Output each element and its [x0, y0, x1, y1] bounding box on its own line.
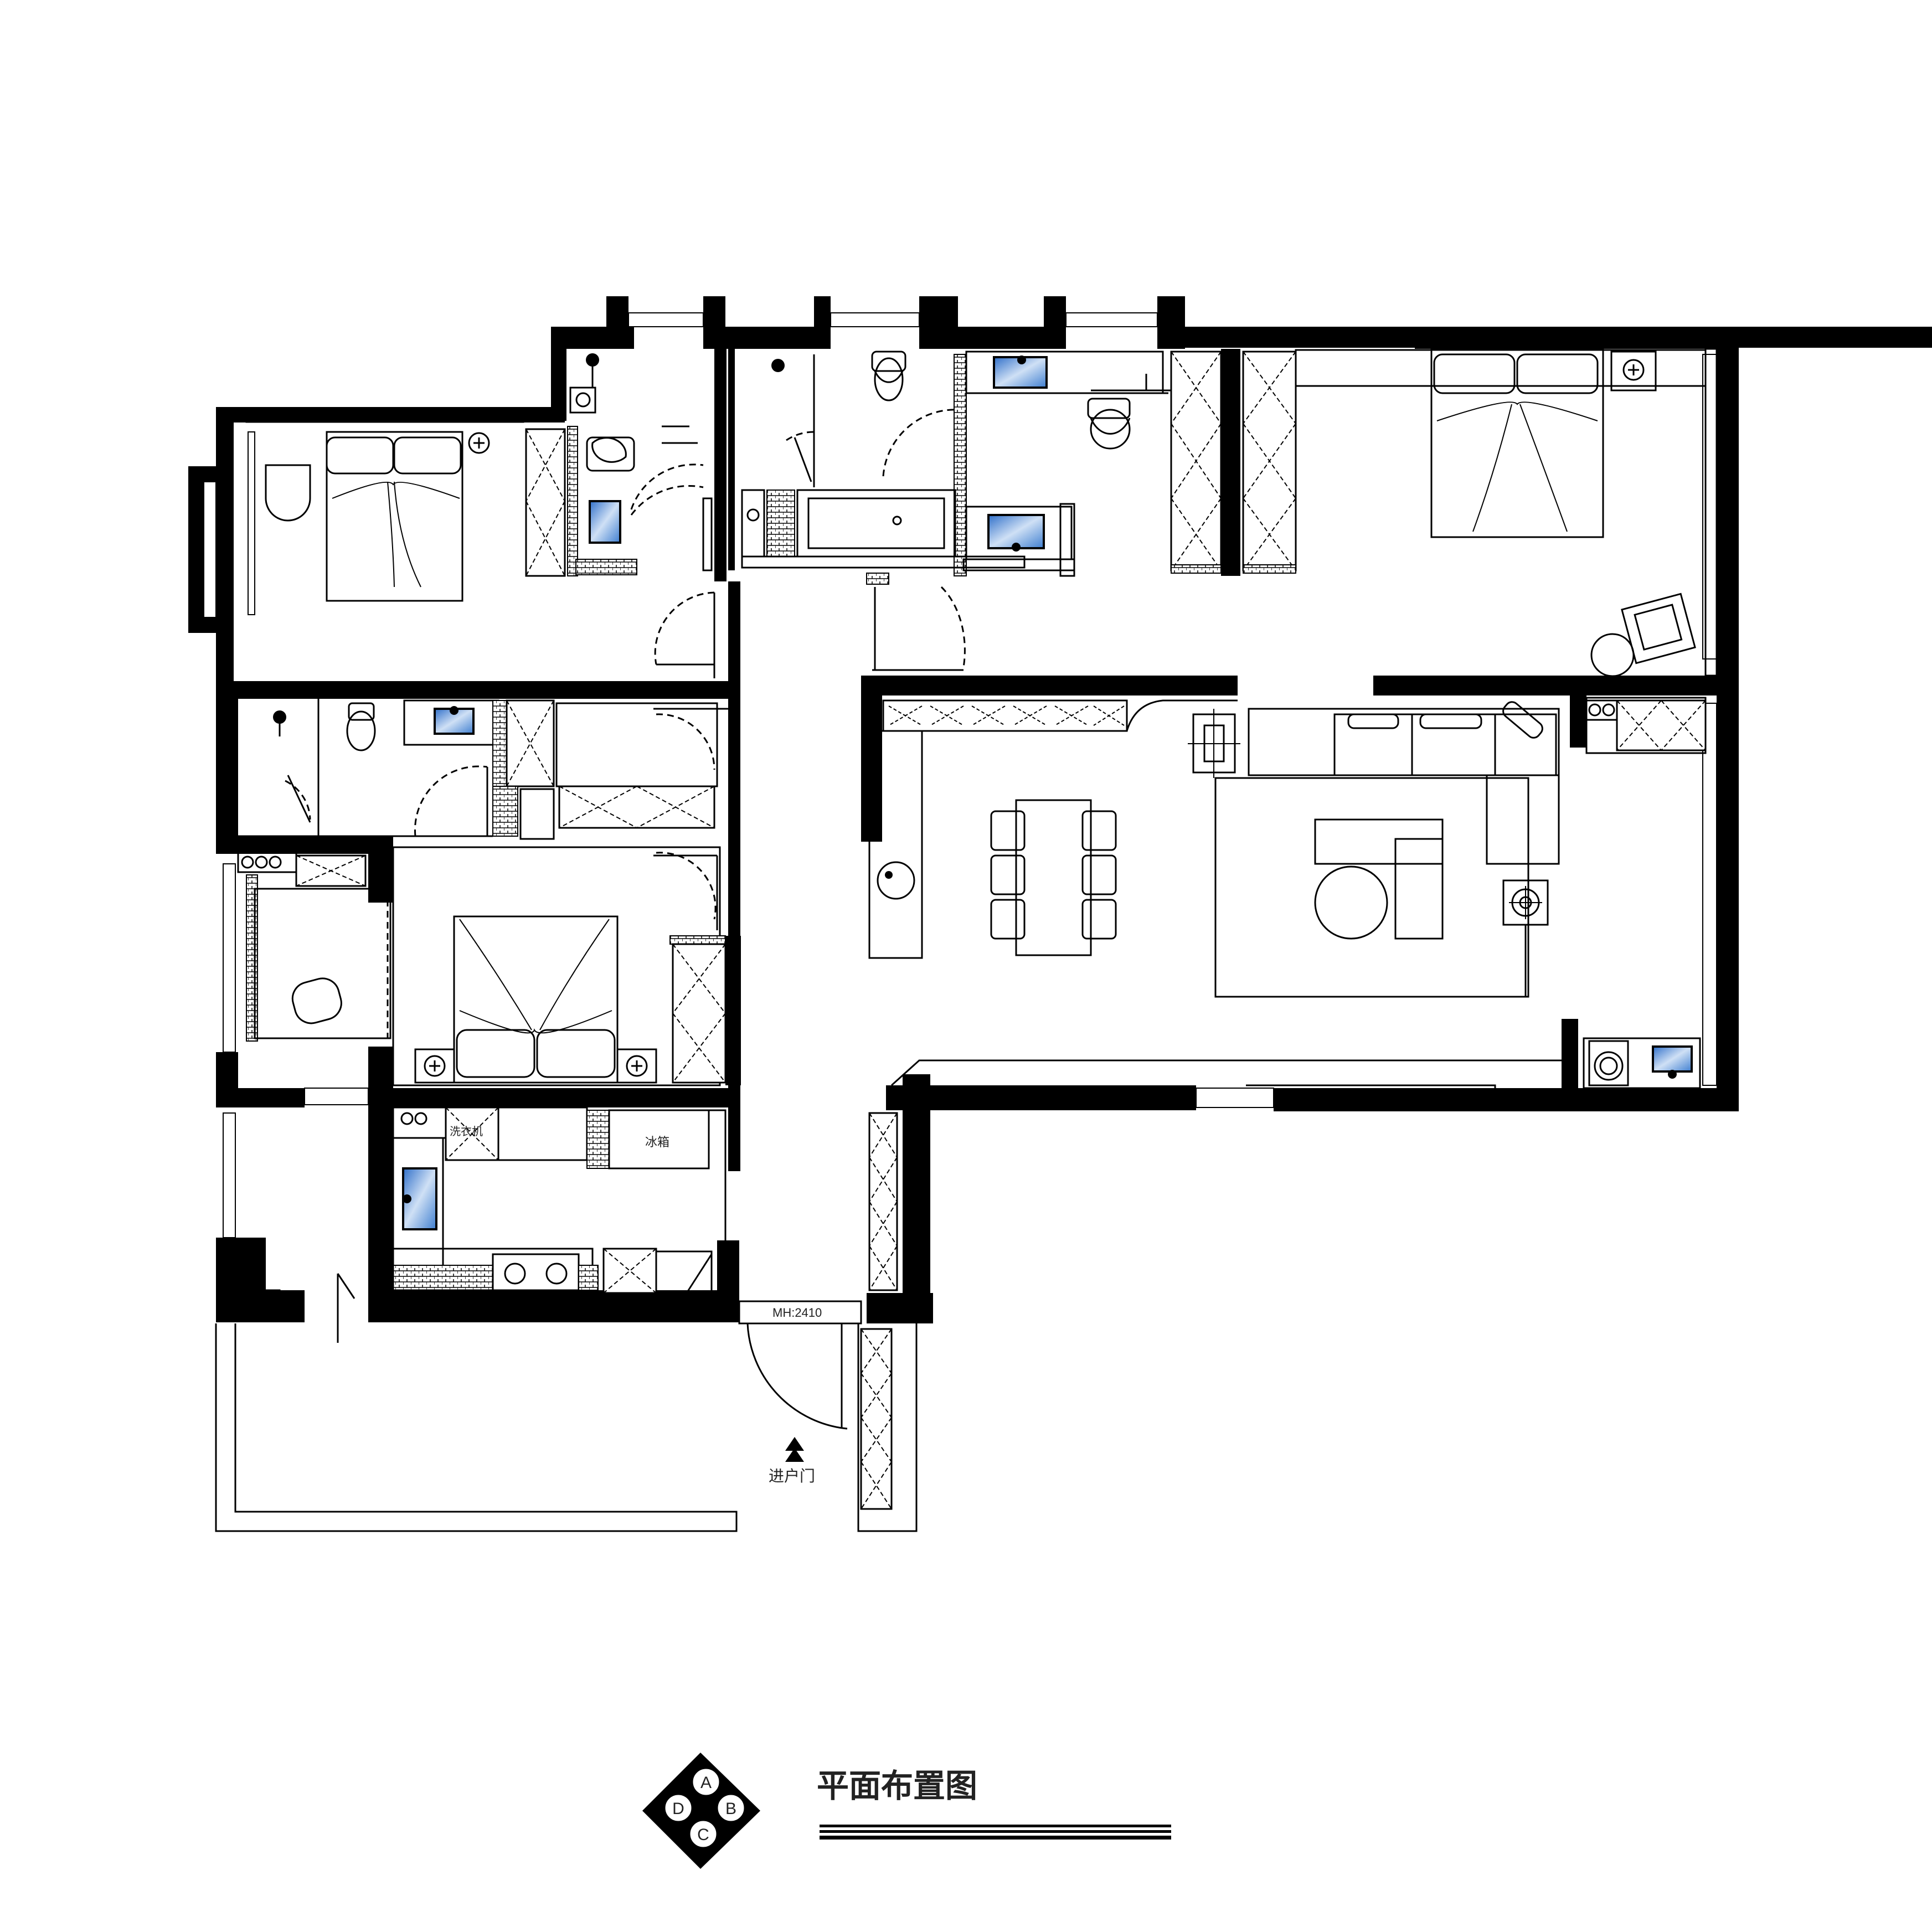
title-block: A B C D 平面布置图: [642, 1753, 1171, 1869]
bedroom-middle: [392, 846, 727, 1086]
kitchen: 洗衣机 冰箱: [265, 1106, 727, 1343]
washer-label: 洗衣机: [450, 1125, 483, 1138]
wardrobes-center: [1170, 351, 1297, 574]
bathroom-center: [741, 351, 1026, 576]
bathroom-left-middle: [238, 698, 555, 840]
study: [237, 852, 391, 1042]
fridge-label: 冰箱: [645, 1135, 669, 1149]
walls: [188, 296, 1932, 1323]
shoe-cabinets: [860, 1112, 898, 1510]
dining: [868, 699, 1238, 959]
compass-icon: A B C D: [642, 1753, 760, 1869]
bedroom-right: [866, 348, 1718, 677]
living-room: [890, 697, 1707, 1089]
compass-c: C: [697, 1826, 709, 1844]
compass-d: D: [672, 1800, 684, 1818]
compass-b: B: [725, 1800, 736, 1818]
doors-left: [414, 591, 728, 930]
entry-door-label: 进户门: [769, 1467, 815, 1485]
entry: MH:2410 进户门: [738, 1300, 862, 1485]
laundry: [1583, 1037, 1701, 1089]
bathroom-left: [525, 353, 713, 577]
door-height-label: MH:2410: [772, 1306, 822, 1320]
bathroom-right: [962, 351, 1171, 577]
bedroom-left: [245, 420, 524, 615]
wardrobe-middle: [555, 702, 718, 829]
compass-a: A: [700, 1774, 712, 1792]
balcony: [215, 1323, 918, 1532]
page-title: 平面布置图: [817, 1768, 977, 1804]
